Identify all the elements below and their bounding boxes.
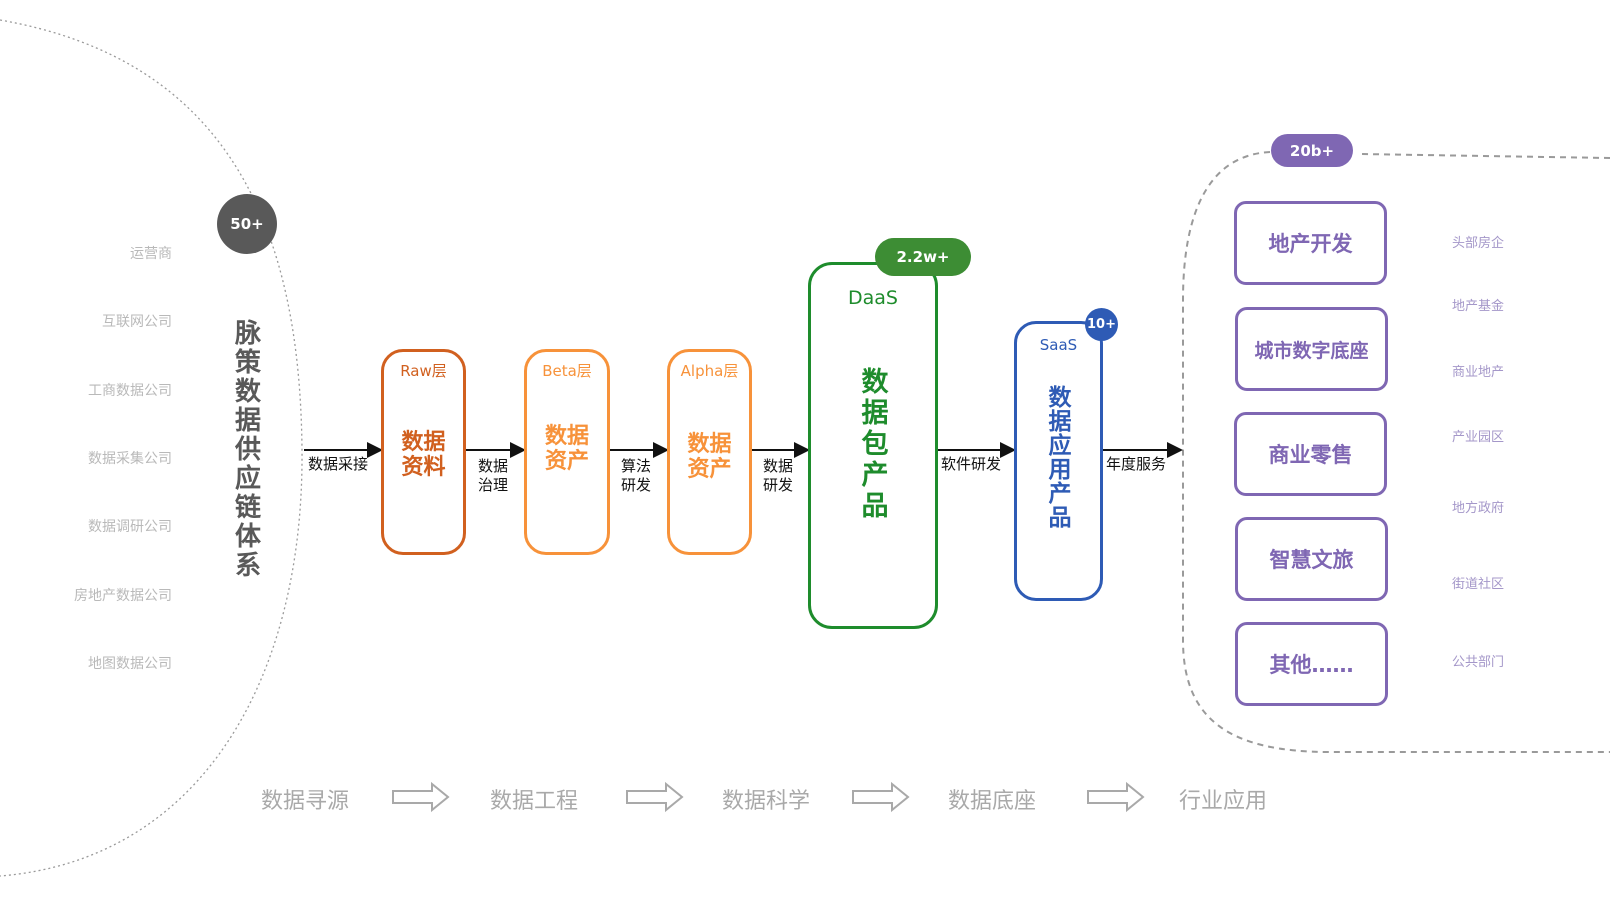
stage-title: 数据 资产	[687, 432, 732, 482]
edge-label-data-collection: 数据采接	[308, 455, 369, 473]
stage-daas: DaaS 数据包产品	[808, 262, 938, 629]
stage-title: 数据 资产	[544, 424, 589, 474]
saas-count-badge: 10+	[1085, 308, 1118, 341]
source-item: 房地产数据公司	[74, 588, 172, 604]
client-item: 地方政府	[1452, 501, 1505, 516]
application-label: 智慧文旅	[1269, 548, 1354, 572]
source-item: 地图数据公司	[88, 656, 172, 672]
application-city-digital-base: 城市数字底座	[1235, 307, 1388, 391]
edge-label-algorithm-dev: 算法 研发	[621, 457, 652, 494]
application-real-estate-dev: 地产开发	[1234, 201, 1387, 285]
phase-data-foundation: 数据底座	[948, 789, 1037, 814]
stage-layer-label: Raw层	[400, 362, 447, 380]
application-other: 其他……	[1235, 622, 1388, 706]
application-label: 城市数字底座	[1254, 339, 1369, 362]
stage-layer-label: Beta层	[542, 362, 592, 380]
client-item: 商业地产	[1452, 365, 1505, 380]
edge-label-annual-service: 年度服务	[1106, 455, 1167, 473]
source-item: 工商数据公司	[88, 383, 172, 399]
stage-alpha: Alpha层 数据 资产	[667, 349, 752, 555]
stage-raw: Raw层 数据 资料	[381, 349, 466, 555]
phase-arrow-4	[1087, 781, 1145, 813]
stage-title: 数据包产品	[861, 367, 889, 522]
stage-layer-label: Alpha层	[680, 362, 739, 380]
stage-layer-label: SaaS	[1039, 336, 1078, 354]
stage-title: 数据 资料	[401, 430, 446, 480]
source-item: 数据调研公司	[88, 519, 172, 535]
application-region-border	[1182, 151, 1610, 753]
daas-count-badge: 2.2w+	[875, 238, 971, 276]
application-count-badge: 20b+	[1271, 134, 1353, 167]
supply-chain-title: 脉策数据供应链体系	[234, 319, 261, 581]
phase-data-science: 数据科学	[722, 789, 811, 814]
application-label: 商业零售	[1268, 443, 1353, 467]
source-count-badge: 50+	[217, 194, 277, 254]
phase-data-engineering: 数据工程	[490, 789, 579, 814]
application-label: 地产开发	[1268, 232, 1353, 256]
source-item: 互联网公司	[102, 314, 172, 330]
edge-label-software-dev: 软件研发	[941, 455, 1002, 473]
client-item: 公共部门	[1452, 655, 1505, 670]
edge-label-data-dev: 数据 研发	[763, 457, 794, 494]
phase-industry-application: 行业应用	[1179, 789, 1268, 814]
source-item: 数据采集公司	[88, 451, 172, 467]
stage-title: 数据应用产品	[1048, 385, 1072, 531]
application-smart-tourism: 智慧文旅	[1235, 517, 1388, 601]
stage-saas: SaaS 数据应用产品	[1014, 321, 1103, 601]
application-commercial-retail: 商业零售	[1234, 412, 1387, 496]
client-item: 头部房企	[1452, 236, 1505, 251]
client-item: 地产基金	[1452, 299, 1505, 314]
client-item: 产业园区	[1452, 430, 1505, 445]
stage-beta: Beta层 数据 资产	[524, 349, 610, 555]
phase-arrow-3	[852, 781, 910, 813]
phase-arrow-2	[626, 781, 684, 813]
stage-layer-label: DaaS	[848, 287, 898, 309]
phase-data-sourcing: 数据寻源	[261, 789, 350, 814]
source-arc	[0, 19, 303, 877]
phase-arrow-1	[392, 781, 450, 813]
source-item: 运营商	[130, 246, 172, 262]
edge-label-data-governance: 数据 治理	[478, 457, 509, 494]
application-label: 其他……	[1269, 653, 1354, 677]
client-item: 街道社区	[1452, 577, 1505, 592]
